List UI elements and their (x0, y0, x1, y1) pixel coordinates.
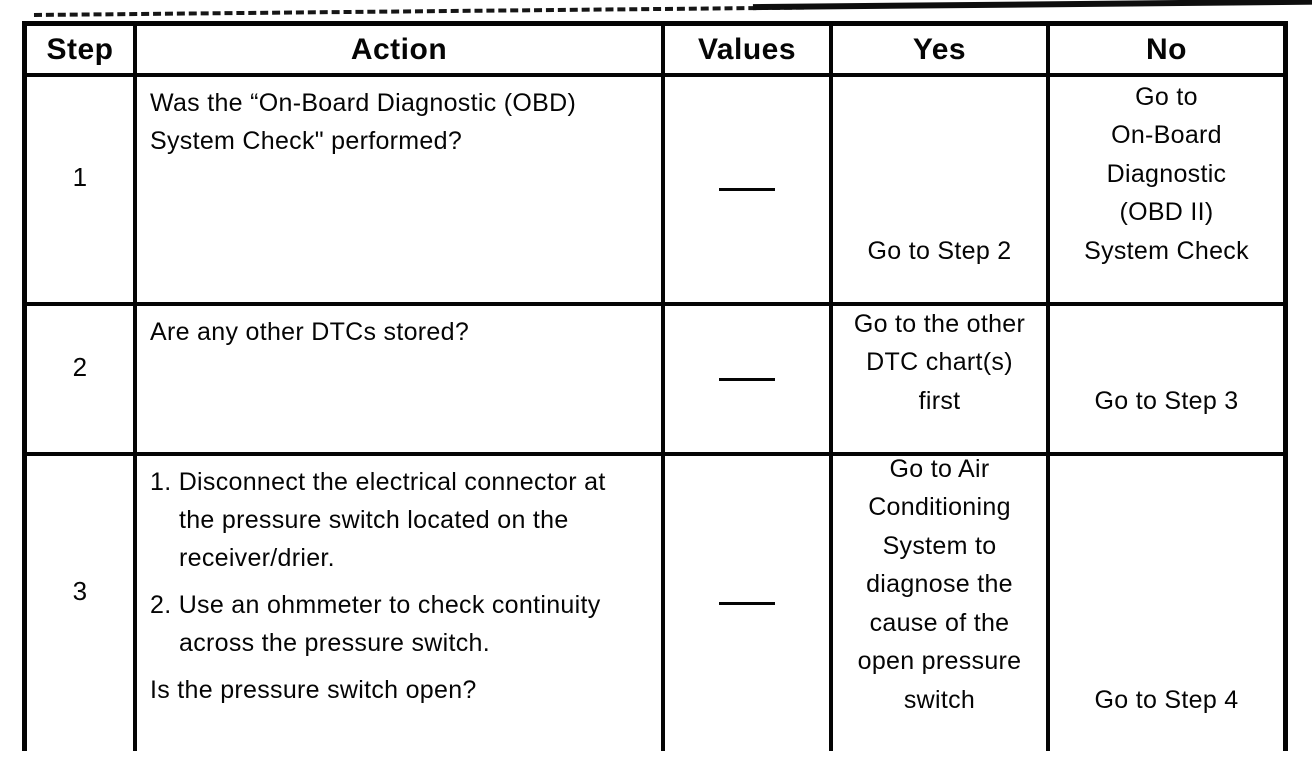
action-list-item-1: 1. Disconnect the electrical connector a… (150, 468, 606, 572)
action-text: Are any other DTCs stored? (150, 318, 470, 346)
step-cell: 2 (27, 306, 137, 452)
action-cell: Are any other DTCs stored? (137, 306, 665, 452)
yes-cell: Go to Step 2 (833, 77, 1050, 302)
table-header-row: Step Action Values Yes No (27, 26, 1283, 77)
values-dash: — (719, 377, 775, 381)
no-action-text: Go to Step 4 (1094, 685, 1239, 714)
action-list-item-2: 2. Use an ohmmeter to check continuity a… (150, 591, 601, 657)
yes-action-text: Go to the other DTC chart(s) first (853, 309, 1026, 415)
values-cell: — (665, 456, 833, 751)
no-cell: Go to Step 3 (1050, 306, 1283, 452)
header-step: Step (27, 26, 137, 73)
step-cell: 1 (27, 77, 137, 302)
action-question: Is the pressure switch open? (150, 676, 477, 704)
yes-cell: Go to the other DTC chart(s) first (833, 306, 1050, 452)
header-no: No (1146, 32, 1187, 66)
table-row: 1 Was the “On-Board Diagnostic (OBD) Sys… (27, 77, 1283, 306)
no-cell: Go to Step 4 (1050, 456, 1283, 751)
step-number: 3 (72, 576, 88, 606)
values-cell: — (665, 77, 833, 302)
values-dash: — (719, 602, 775, 605)
diagnostic-steps-table: Step Action Values Yes No 1 Was the “On-… (22, 21, 1288, 751)
action-cell: 1. Disconnect the electrical connector a… (137, 456, 665, 751)
scan-edge-solid-segment (752, 0, 1312, 11)
no-action-text: Go to On-Board Diagnostic (OBD II) Syste… (1084, 82, 1249, 265)
step-number: 2 (72, 351, 88, 382)
table-row: 3 1. Disconnect the electrical connector… (27, 456, 1283, 751)
action-text: Was the “On-Board Diagnostic (OBD) Syste… (150, 89, 577, 155)
yes-cell: Go to Air Conditioning System to diagnos… (833, 456, 1050, 751)
header-yes: Yes (833, 26, 1050, 73)
header-action: Action (137, 26, 665, 73)
action-cell: Was the “On-Board Diagnostic (OBD) Syste… (137, 77, 665, 302)
step-cell: 3 (27, 456, 137, 751)
step-number: 1 (72, 162, 88, 192)
scan-edge-artifact (33, 0, 1312, 19)
no-action-text: Go to Step 3 (1094, 386, 1239, 415)
scan-edge-dashed-segment (33, 5, 805, 17)
yes-action-text: Go to Air Conditioning System to diagnos… (857, 456, 1022, 714)
values-cell: — (665, 306, 833, 452)
values-dash: — (719, 188, 775, 191)
yes-action-text: Go to Step 2 (867, 236, 1012, 265)
table-row: 2 Are any other DTCs stored? — Go to the… (27, 306, 1283, 456)
header-values: Values (665, 26, 833, 73)
no-cell: Go to On-Board Diagnostic (OBD II) Syste… (1050, 77, 1283, 302)
